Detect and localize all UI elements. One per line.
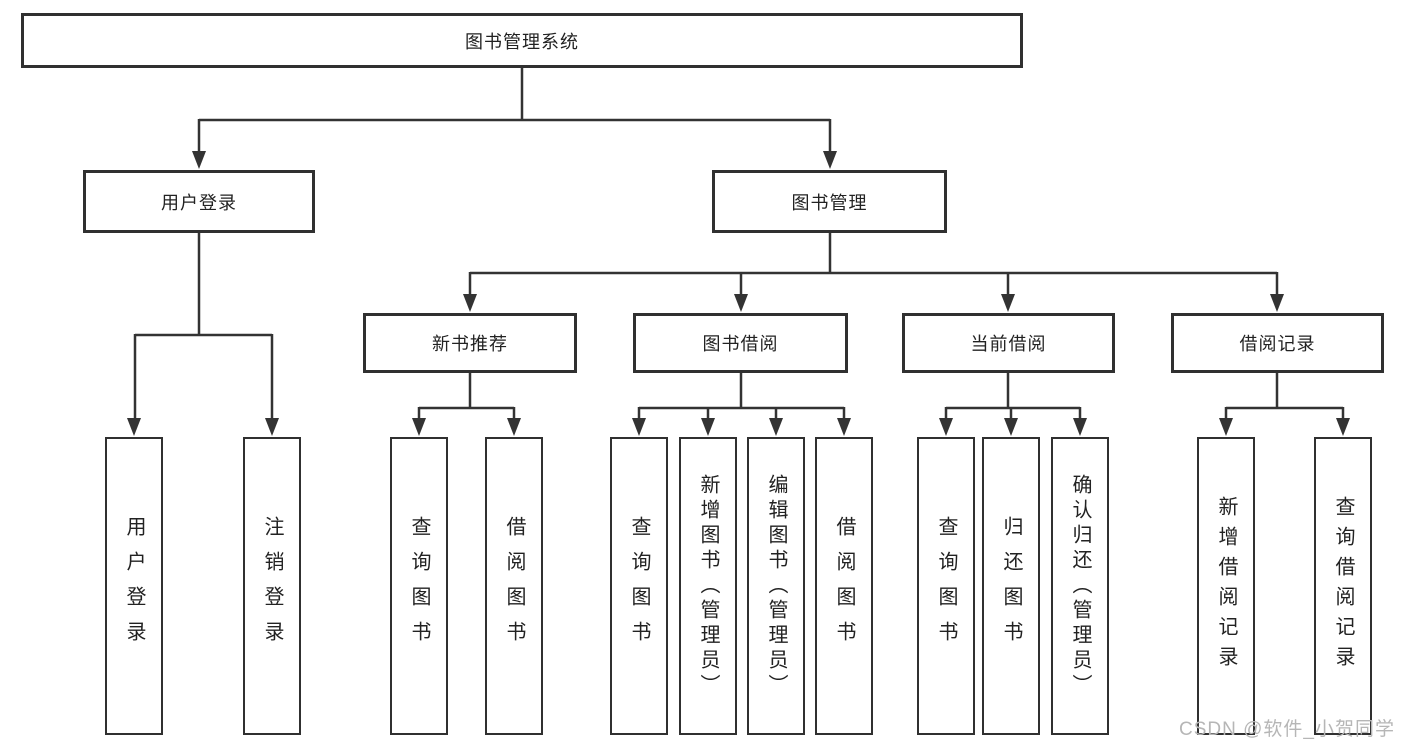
leaf-label: 注销登录 xyxy=(261,516,283,656)
node-user-login: 用户登录 xyxy=(83,170,315,233)
leaf-user-login: 用户登录 xyxy=(105,437,163,735)
leaf-query-books-borrow: 查询图书 xyxy=(610,437,668,735)
connector-current xyxy=(944,371,1082,419)
node-book-borrowing: 图书借阅 xyxy=(633,313,848,373)
leaf-query-borrow-record: 查询借阅记录 xyxy=(1314,437,1372,735)
leaf-label: 新增借阅记录 xyxy=(1215,496,1237,676)
node-label: 当前借阅 xyxy=(970,334,1047,354)
node-book-management: 图书管理 xyxy=(712,170,947,233)
leaf-return-books: 归还图书 xyxy=(982,437,1040,735)
leaf-add-borrow-record: 新增借阅记录 xyxy=(1197,437,1255,735)
leaf-confirm-return-admin: 确认归还（管理员） xyxy=(1051,437,1109,735)
node-library-management-system: 图书管理系统 xyxy=(21,13,1023,68)
leaf-borrow-books: 借阅图书 xyxy=(815,437,873,735)
leaf-label: 编辑图书（管理员） xyxy=(765,473,787,699)
leaf-label: 用户登录 xyxy=(123,516,145,656)
leaf-query-books-current: 查询图书 xyxy=(917,437,975,735)
connector-borrow xyxy=(637,371,846,419)
leaf-label: 查询图书 xyxy=(628,516,650,656)
leaf-borrow-books-recommend: 借阅图书 xyxy=(485,437,543,735)
node-new-book-recommend: 新书推荐 xyxy=(363,313,577,373)
leaf-label: 查询图书 xyxy=(935,516,957,656)
leaf-label: 查询借阅记录 xyxy=(1332,496,1354,676)
leaf-label: 借阅图书 xyxy=(833,516,855,656)
leaf-query-books-recommend: 查询图书 xyxy=(390,437,448,735)
leaf-label: 新增图书（管理员） xyxy=(697,473,719,699)
csdn-watermark: CSDN @软件_小贺同学 xyxy=(1179,719,1395,740)
connector-record xyxy=(1224,371,1345,419)
node-current-borrowing: 当前借阅 xyxy=(902,313,1115,373)
node-borrowing-records: 借阅记录 xyxy=(1171,313,1384,373)
leaf-edit-books-admin: 编辑图书（管理员） xyxy=(747,437,805,735)
node-label: 新书推荐 xyxy=(432,334,508,354)
leaf-label: 借阅图书 xyxy=(503,516,525,656)
leaf-logout: 注销登录 xyxy=(243,437,301,735)
node-label: 图书借阅 xyxy=(702,334,779,354)
leaf-add-books-admin: 新增图书（管理员） xyxy=(679,437,737,735)
connector-book-mgmt xyxy=(468,231,1279,295)
node-label: 图书管理系统 xyxy=(465,31,579,52)
connector-new-book xyxy=(417,371,516,419)
node-label: 图书管理 xyxy=(791,192,868,213)
leaf-label: 确认归还（管理员） xyxy=(1069,473,1091,699)
leaf-label: 归还图书 xyxy=(1000,516,1022,656)
node-label: 用户登录 xyxy=(161,192,237,213)
leaf-label: 查询图书 xyxy=(408,516,430,656)
connector-user-login xyxy=(133,231,274,419)
connector-root xyxy=(197,66,832,152)
node-label: 借阅记录 xyxy=(1239,334,1316,354)
